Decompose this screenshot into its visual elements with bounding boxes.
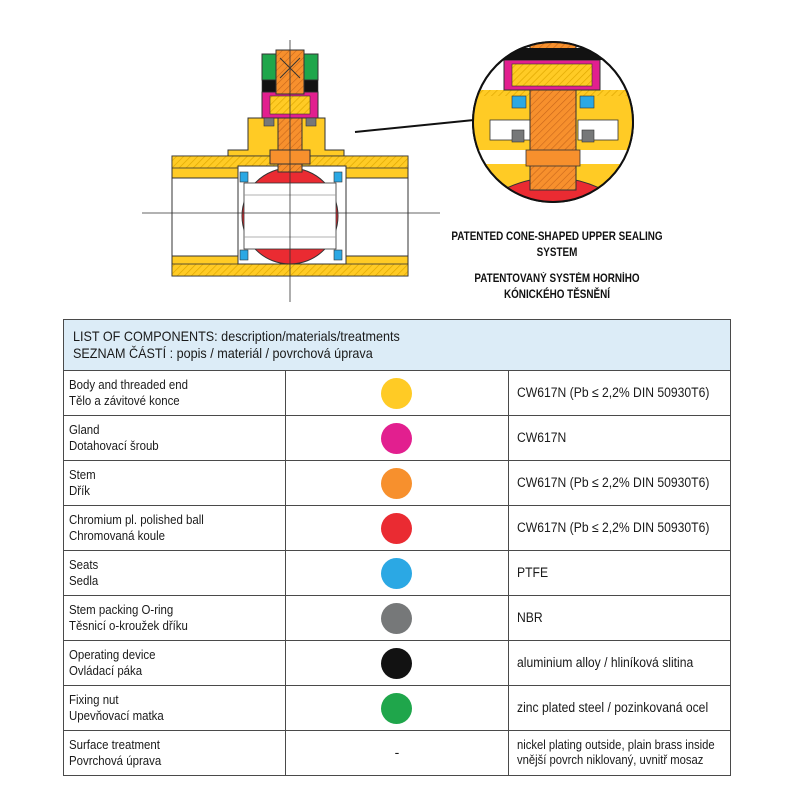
figure-caption-english: PATENTED CONE-SHAPED UPPER SEALING SYSTE… — [451, 231, 663, 259]
table-header-english: LIST OF COMPONENTS: description/material… — [73, 328, 400, 344]
color-swatch — [381, 692, 413, 724]
component-name-english: Operating device — [69, 647, 156, 662]
table-row: Gland Dotahovací šroub CW617N — [62, 415, 732, 461]
table-header-czech: SEZNAM ČÁSTÍ : popis / materiál / povrch… — [73, 345, 373, 361]
table-row: Seats Sedla PTFE — [62, 550, 732, 596]
figure-caption-czech: PATENTOVANÝ SYSTÉM HORNÍHO KÓNICKÉHO TĚS… — [474, 273, 640, 301]
table-row: Fixing nut Upevňovací matka zinc plated … — [62, 685, 732, 731]
table-row: Stem Dřík CW617N (Pb ≤ 2,2% DIN 50930T6) — [62, 460, 732, 506]
component-name-czech: Dotahovací šroub — [69, 438, 159, 453]
component-name-english: Fixing nut — [69, 692, 119, 707]
detail-leader-line — [354, 119, 475, 133]
detail-zoom-circle — [472, 41, 634, 203]
no-swatch-dash: - — [394, 744, 400, 760]
component-name-czech: Tělo a závitové konce — [69, 393, 180, 408]
color-swatch — [381, 557, 413, 589]
component-name-english: Gland — [69, 422, 100, 437]
component-material: CW617N (Pb ≤ 2,2% DIN 50930T6) — [516, 385, 710, 400]
component-name-czech: Chromovaná koule — [69, 528, 166, 543]
component-material: PTFE — [516, 565, 548, 580]
component-material: CW617N (Pb ≤ 2,2% DIN 50930T6) — [516, 475, 710, 490]
component-material: aluminium alloy / hliníková slitina — [516, 655, 693, 670]
color-swatch — [381, 467, 413, 499]
table-row: Chromium pl. polished ball Chromovaná ko… — [62, 505, 732, 551]
component-material-czech: vnější povrch niklovaný, uvnitř mosaz — [516, 753, 703, 767]
component-material: NBR — [516, 610, 543, 625]
components-table: LIST OF COMPONENTS: description/material… — [62, 319, 732, 776]
component-name-english: Chromium pl. polished ball — [69, 512, 204, 527]
table-row: Operating device Ovládací páka aluminium… — [62, 640, 732, 686]
component-material: nickel plating outside, plain brass insi… — [516, 738, 715, 752]
table-row: Stem packing O-ring Těsnicí o-kroužek dř… — [62, 595, 732, 641]
table-row: Body and threaded end Tělo a závitové ko… — [62, 370, 732, 416]
component-name-english: Stem — [69, 467, 96, 482]
component-name-czech: Povrchová úprava — [69, 753, 162, 768]
color-swatch — [381, 422, 413, 454]
components-table-header: LIST OF COMPONENTS: description/material… — [63, 319, 731, 371]
component-material: CW617N (Pb ≤ 2,2% DIN 50930T6) — [516, 520, 710, 535]
component-name-czech: Dřík — [69, 483, 90, 498]
color-swatch — [381, 647, 413, 679]
component-name-english: Surface treatment — [69, 737, 160, 752]
color-swatch — [381, 602, 413, 634]
component-material: CW617N — [516, 430, 566, 445]
component-name-english: Body and threaded end — [69, 377, 188, 392]
valve-cross-section-drawing — [142, 40, 634, 302]
component-name-czech: Upevňovací matka — [69, 708, 164, 723]
component-name-english: Stem packing O-ring — [69, 602, 174, 617]
color-swatch — [381, 512, 413, 544]
component-name-czech: Ovládací páka — [69, 663, 143, 678]
color-swatch — [381, 377, 413, 409]
table-row: Surface treatment Povrchová úprava - nic… — [62, 730, 732, 776]
component-material: zinc plated steel / pozinkovaná ocel — [516, 700, 708, 715]
component-name-english: Seats — [69, 557, 99, 572]
component-name-czech: Sedla — [69, 573, 99, 588]
component-name-czech: Těsnicí o-kroužek dříku — [69, 618, 188, 633]
